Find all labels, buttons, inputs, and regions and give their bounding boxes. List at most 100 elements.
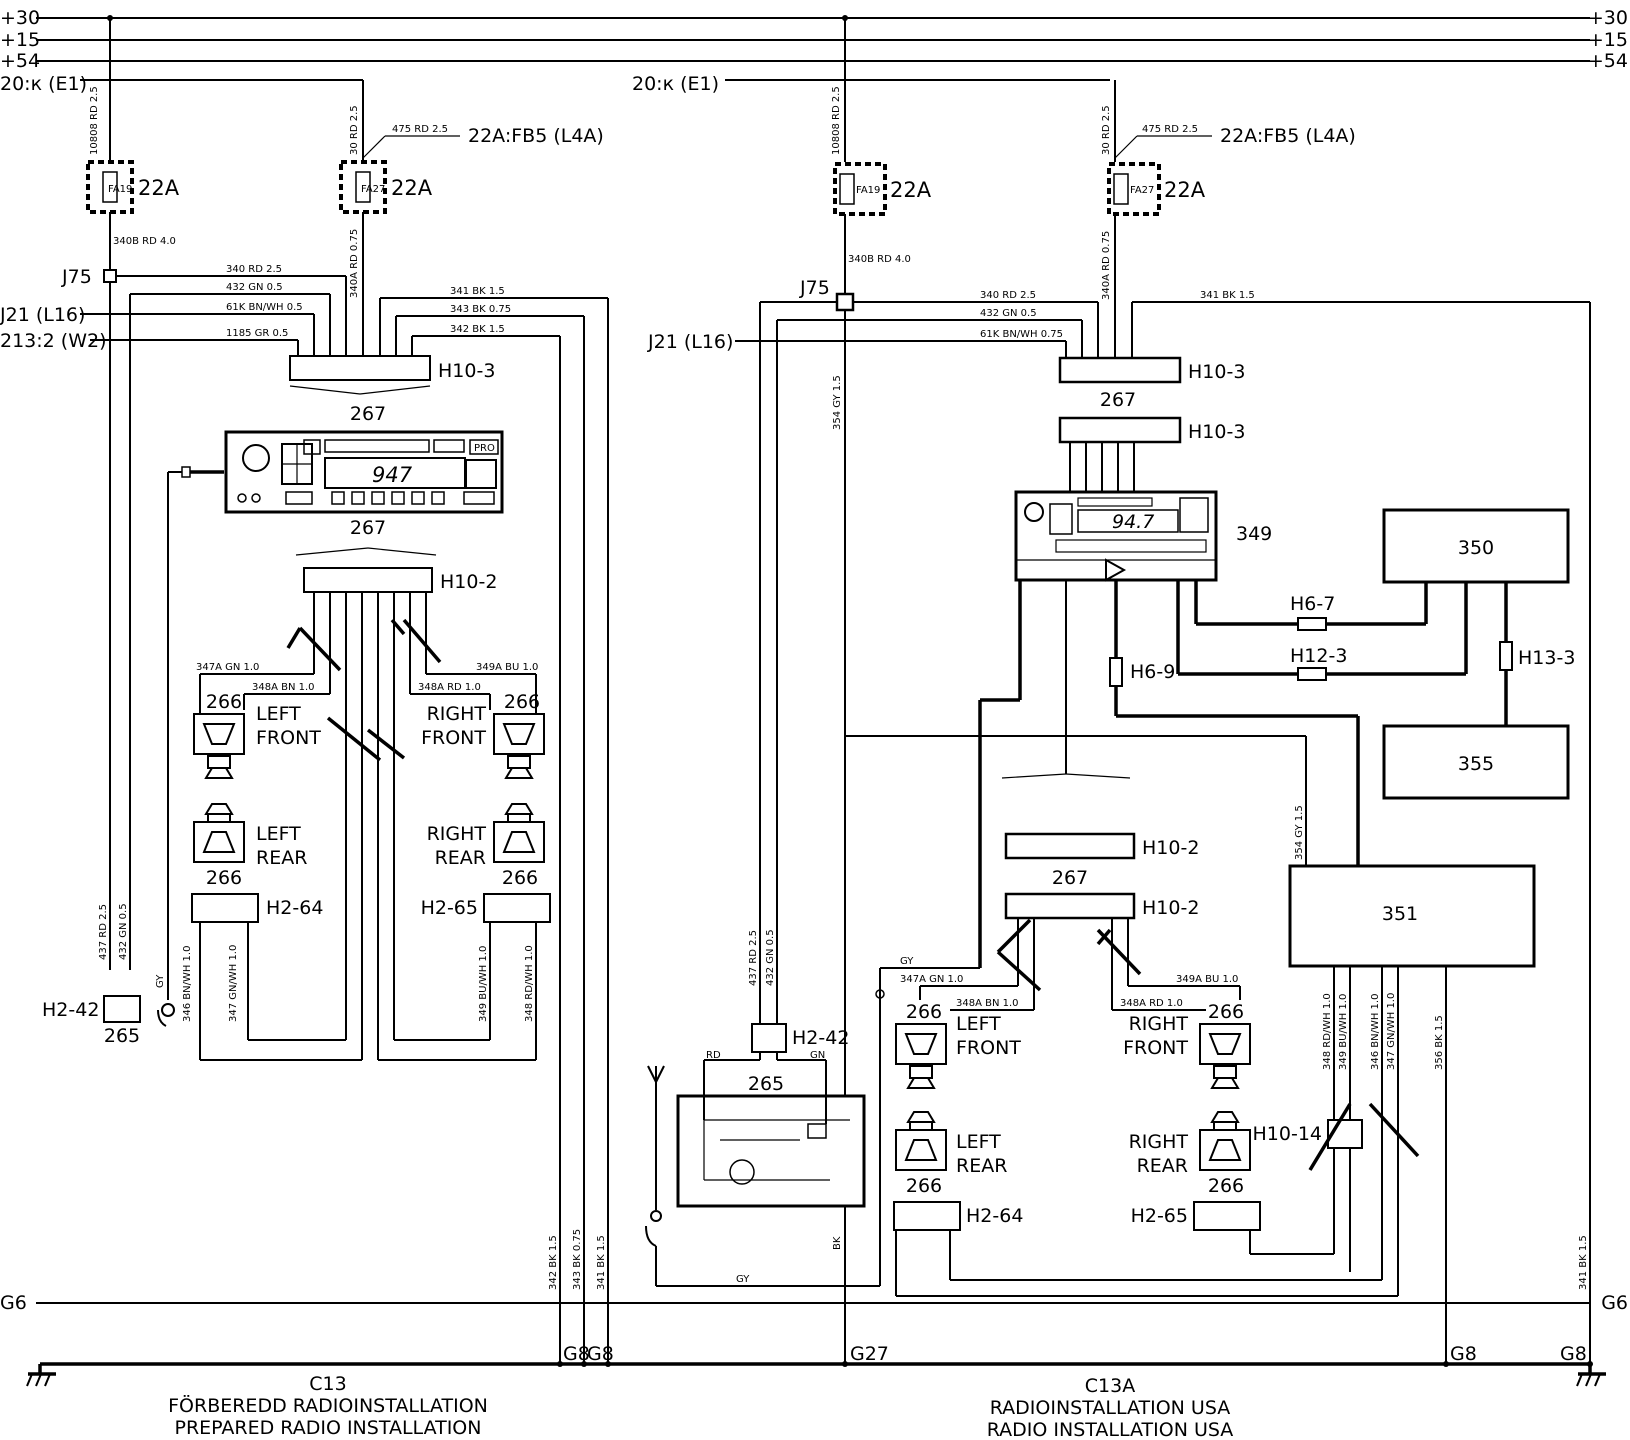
connector-h13-3 (1499, 641, 1513, 671)
fuse-fa19-left: FA19 (86, 160, 134, 214)
wire-347-right: 347 GN/WH 1.0 (1386, 993, 1397, 1070)
wire-gy-right: GY (900, 956, 914, 967)
fuse-rating-fa27-left: 22A (391, 176, 433, 200)
wire-347-left: 347 GN/WH 1.0 (228, 945, 239, 1022)
ground-g8-label-3: G8 (1450, 1343, 1477, 1365)
fuse-rating-fa19-left: 22A (138, 176, 180, 200)
wire-341-right: 341 BK 1.5 (1200, 290, 1255, 301)
radio-amp-349 (1014, 490, 1218, 582)
wire-341-v-left: 341 BK 1.5 (596, 1235, 607, 1290)
speaker-rf-right-line2: FRONT (1123, 1037, 1188, 1059)
wire-432-right: 432 GN 0.5 (980, 308, 1037, 319)
connector-h6-7 (1297, 617, 1327, 631)
wire-432v-left: 432 GN 0.5 (118, 903, 129, 960)
connector-h2-64-label-left: H2-64 (266, 897, 323, 919)
connector-h10-2-label-right-b: H10-2 (1142, 897, 1199, 919)
wire-bk-right: BK (832, 1236, 843, 1250)
speaker-rr-right-line2: REAR (1137, 1155, 1188, 1177)
speaker-lf-right-line2: FRONT (956, 1037, 1021, 1059)
fuse-fa19-id-right: FA19 (856, 185, 880, 196)
connector-h2-65-right (1193, 1201, 1261, 1231)
connector-h13-3-label: H13-3 (1518, 647, 1575, 669)
fuse-rating-fa19-right: 22A (890, 178, 932, 202)
wire-437-right: 437 RD 2.5 (748, 930, 759, 986)
wire-349a-left: 349A BU 1.0 (476, 662, 538, 673)
fuse-rating-fa27-right: 22A (1164, 178, 1206, 202)
connector-h2-64-right (893, 1201, 961, 1231)
component-355 (1382, 724, 1570, 800)
wire-10808-left: 10808 RD 2.5 (89, 86, 100, 155)
wire-354-right: 354 GY 1.5 (832, 375, 843, 430)
connector-h10-3-label-right-a: H10-3 (1188, 361, 1245, 383)
caption-left-code: C13 (309, 1373, 346, 1395)
fuse-fa27-id-left: FA27 (361, 184, 385, 195)
speaker-lf-line2: FRONT (256, 727, 321, 749)
connector-h10-3-label-right-b: H10-3 (1188, 421, 1245, 443)
fuse-fa19-id-left: FA19 (108, 184, 132, 195)
speaker-266-lf-right: 266 (906, 1001, 942, 1023)
fuse-fa27-right: FA27 (1107, 162, 1161, 216)
speaker-266-rf: 266 (504, 691, 540, 713)
connector-h10-2-left (295, 547, 437, 593)
speaker-icon-right-left-rear (895, 1111, 947, 1171)
radio-267-label-right-b: 267 (1052, 867, 1088, 889)
rail-15-label-right: +15 (1588, 29, 1628, 51)
wire-343-left: 343 BK 0.75 (450, 304, 511, 315)
component-351-label: 351 (1382, 903, 1418, 925)
wire-349-left: 349 BU/WH 1.0 (478, 946, 489, 1022)
wire-30-left: 30 RD 2.5 (349, 105, 360, 155)
wire-348a-left: 348A BN 1.0 (252, 682, 315, 693)
rail-g6-label-left: G6 (0, 1292, 27, 1314)
speaker-lr-right-line2: REAR (956, 1155, 1007, 1177)
radio-267-label-top-left: 267 (350, 403, 386, 425)
radio-display-left: 947 (372, 463, 413, 487)
rail-54-label-left: +54 (0, 50, 40, 72)
connector-h2-42-label-left: H2-42 (42, 999, 99, 1021)
rail-15-label-left: +15 (0, 29, 40, 51)
speaker-lr-line1: LEFT (256, 823, 301, 845)
speaker-lf-right-line1: LEFT (956, 1013, 1001, 1035)
wire-341v-right: 341 BK 1.5 (1578, 1235, 1589, 1290)
wire-gn-right: GN (810, 1050, 825, 1061)
speaker-rf-line2: FRONT (421, 727, 486, 749)
antenna-plug-icon-left (157, 1003, 175, 1027)
speaker-266-lr-right: 266 (906, 1175, 942, 1197)
connector-h10-3-label-left: H10-3 (438, 360, 495, 382)
wire-340b-left: 340B RD 4.0 (113, 236, 176, 247)
speaker-lr-line2: REAR (256, 847, 307, 869)
caption-left-se: FÖRBEREDD RADIOINSTALLATION (168, 1394, 488, 1417)
speaker-lr-right-line1: LEFT (956, 1131, 1001, 1153)
speaker-266-rr-right: 266 (1208, 1175, 1244, 1197)
radio-pro-left: PRO (474, 443, 495, 454)
connector-h12-3-label: H12-3 (1290, 645, 1347, 667)
caption-right-en: RADIO INSTALLATION USA (987, 1419, 1234, 1440)
speaker-rf-right-line1: RIGHT (1129, 1013, 1189, 1035)
connector-h12-3 (1297, 667, 1327, 681)
wire-349-right: 349 BU/WH 1.0 (1338, 994, 1349, 1070)
connector-h2-64-label-right: H2-64 (966, 1205, 1023, 1227)
connector-h10-14-label: H10-14 (1253, 1123, 1323, 1145)
ground-g8-label-1: G8 (563, 1343, 590, 1365)
wire-348a-right: 348A BN 1.0 (956, 998, 1019, 1009)
wire-340b-right: 340B RD 4.0 (848, 254, 911, 265)
speaker-icon-right-rear (493, 803, 545, 863)
wire-10808-right: 10808 RD 2.5 (831, 86, 842, 155)
connector-h2-42-label-right: H2-42 (792, 1027, 849, 1049)
wire-30-right: 30 RD 2.5 (1101, 105, 1112, 155)
speaker-266-lf: 266 (206, 691, 242, 713)
speaker-icon-right-right-front (1199, 1023, 1251, 1089)
component-355-label: 355 (1458, 753, 1494, 775)
splice-j75-label-left: J75 (61, 266, 92, 288)
wire-340-right: 340 RD 2.5 (980, 290, 1036, 301)
component-350 (1382, 508, 1570, 584)
connector-h2-65-left (483, 893, 551, 923)
wire-gy-left: GY (155, 974, 166, 988)
wire-432v-right: 432 GN 0.5 (765, 929, 776, 986)
speaker-icon-left-rear (193, 803, 245, 863)
ground-g27-label: G27 (850, 1343, 889, 1365)
wire-342-left: 342 BK 1.5 (450, 324, 505, 335)
wire-61k-right: 61K BN/WH 0.75 (980, 329, 1063, 340)
speaker-266-lr: 266 (206, 867, 242, 889)
splice-j75-left (103, 269, 117, 283)
